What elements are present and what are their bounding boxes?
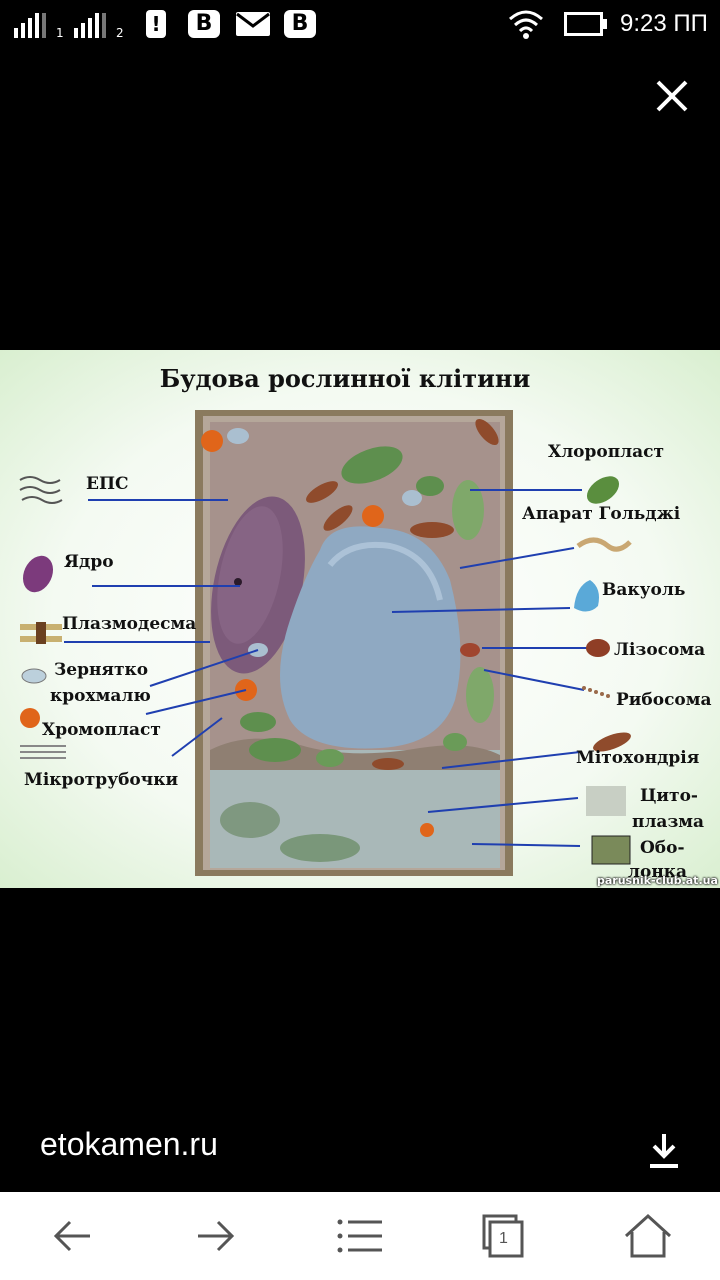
vacuole-thumbnail-icon bbox=[574, 580, 599, 612]
watermark: parusnik-club.at.ua bbox=[597, 874, 718, 887]
microtubule-thumbnail-icon bbox=[20, 745, 66, 759]
signal-sim2-icon bbox=[74, 13, 106, 38]
nucleus-thumbnail-icon bbox=[22, 555, 54, 593]
sim1-number: 1 bbox=[56, 26, 64, 40]
label-starch-2: крохмалю bbox=[50, 686, 151, 706]
sim2-number: 2 bbox=[116, 26, 124, 40]
label-golgi: Апарат Гольджі bbox=[522, 504, 681, 524]
cell-wall-thumbnail-icon bbox=[591, 835, 631, 865]
golgi-thumbnail-icon bbox=[576, 537, 632, 552]
menu-icon[interactable] bbox=[330, 1208, 390, 1264]
source-site-link[interactable]: etokamen.ru bbox=[40, 1126, 218, 1162]
label-eps: ЕПС bbox=[86, 474, 129, 494]
mitochondrion-thumbnail-icon bbox=[593, 732, 631, 752]
label-vacuole: Вакуоль bbox=[602, 580, 686, 600]
label-chloroplast: Хлоропласт bbox=[548, 442, 665, 462]
plant-cell-illustration bbox=[19, 410, 632, 876]
label-microtubules: Мікротрубочки bbox=[24, 770, 179, 790]
tab-count: 1 bbox=[499, 1230, 508, 1247]
home-icon[interactable] bbox=[618, 1208, 678, 1264]
battery-icon bbox=[564, 12, 607, 36]
label-plasmodesma: Плазмодесма bbox=[62, 614, 197, 634]
status-bar: 1 2 ! B B 9:23 ПП bbox=[0, 0, 720, 50]
vk-notification-icon: B bbox=[188, 10, 220, 38]
cytoplasm-thumbnail-icon bbox=[586, 786, 626, 816]
label-cell-wall-1: Обо- bbox=[640, 838, 685, 858]
ribosome-thumbnail-icon bbox=[582, 686, 610, 698]
status-time: 9:23 ПП bbox=[620, 10, 708, 37]
chloroplast-thumbnail-icon bbox=[586, 476, 620, 504]
chromoplast-thumbnail-icon bbox=[20, 708, 40, 728]
bottom-navigation: 1 bbox=[0, 1192, 720, 1280]
label-cytoplasm-2: плазма bbox=[632, 812, 705, 832]
back-arrow-icon[interactable] bbox=[42, 1208, 102, 1264]
label-cytoplasm-1: Цито- bbox=[640, 786, 698, 806]
label-chromoplast: Хромопласт bbox=[42, 720, 161, 740]
eps-thumbnail-icon bbox=[19, 476, 63, 504]
tabs-icon bbox=[482, 1214, 524, 1258]
tabs-button[interactable]: 1 bbox=[474, 1208, 534, 1264]
label-mitochondrion: Мітохондрія bbox=[576, 748, 700, 768]
starch-thumbnail-icon bbox=[21, 668, 47, 684]
download-icon[interactable] bbox=[640, 1126, 688, 1174]
label-nucleus: Ядро bbox=[64, 552, 114, 572]
plasmodesma-thumbnail-icon bbox=[20, 622, 62, 644]
label-lysosome: Лізосома bbox=[614, 640, 706, 660]
forward-arrow-icon[interactable] bbox=[186, 1208, 246, 1264]
label-cell-wall-2: лонка bbox=[628, 862, 688, 882]
close-icon[interactable] bbox=[648, 72, 696, 120]
mail-icon bbox=[236, 12, 270, 36]
alert-icon: ! bbox=[146, 10, 166, 38]
image-viewer[interactable]: Будова рослинної клітини bbox=[0, 350, 720, 888]
wifi-icon bbox=[509, 10, 543, 39]
vk-notification-icon-2: B bbox=[284, 10, 316, 38]
label-starch-1: Зернятко bbox=[54, 660, 149, 680]
signal-sim1-icon bbox=[14, 13, 46, 38]
label-ribosome: Рибосома bbox=[616, 690, 712, 710]
lysosome-thumbnail-icon bbox=[586, 639, 610, 657]
diagram-title: Будова рослинної клітини bbox=[159, 364, 531, 393]
